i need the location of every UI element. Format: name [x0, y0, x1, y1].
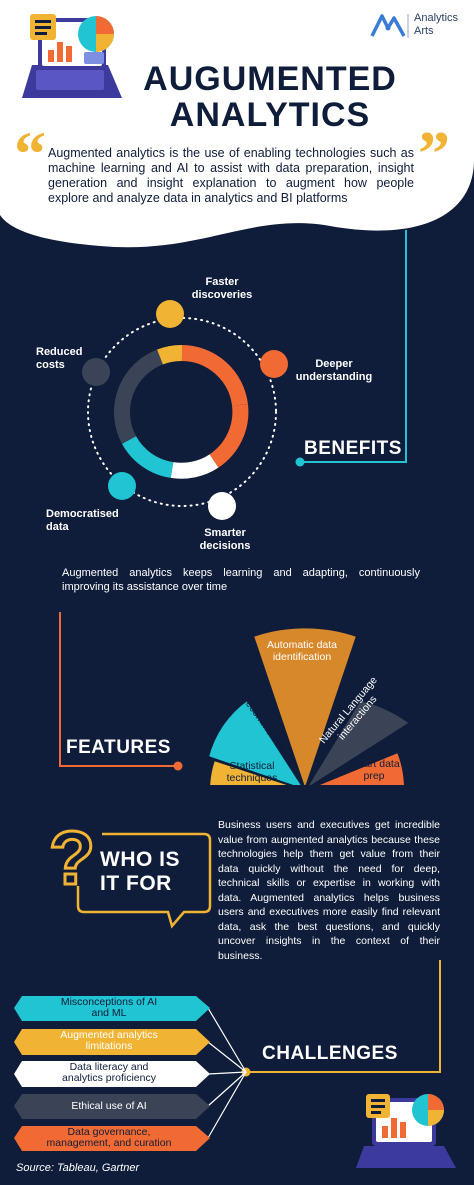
features-fan-diagram [59, 612, 412, 785]
laptop-chart-illustration [22, 14, 122, 98]
challenge-item-2: Data literacy and analytics proficiency [62, 1061, 156, 1084]
challenge-item-3: Ethical use of AI [71, 1100, 147, 1112]
logo-text: Analytics Arts [414, 12, 458, 38]
challenge-tag-3 [14, 1094, 210, 1119]
benefit-dot-deeper [260, 350, 288, 378]
benefit-dot-faster [156, 300, 184, 328]
benefit-label-reduced: Reduced costs [36, 346, 83, 371]
challenge-item-4: Data governance, management, and curatio… [46, 1126, 172, 1149]
challenge-item-0: Misconceptions of AI and ML [60, 996, 158, 1019]
benefit-dot-democratised [108, 472, 136, 500]
svg-text:?: ? [49, 816, 95, 901]
benefits-diagram [82, 230, 407, 520]
challenge-item-1: Augmented analytics limitations [60, 1029, 158, 1052]
page-title-line2: ANALYTICS [169, 96, 371, 134]
benefit-label-democratised: Democratised data [46, 508, 119, 533]
page-title-line1: AUGUMENTED [143, 60, 397, 98]
who-paragraph: Business users and executives get incred… [218, 819, 440, 962]
who-title: WHO IS IT FOR [100, 848, 180, 896]
feature-label-smart-prep: Smart data prep [348, 758, 400, 782]
challenge-tag-0 [14, 996, 210, 1021]
speech-bubble-question-icon: ? [47, 815, 212, 929]
header-background [0, 0, 474, 248]
challenge-tag-2 [14, 1061, 210, 1087]
challenges-title: CHALLENGES [262, 1043, 398, 1064]
logo-line1: Analytics [414, 12, 459, 24]
laptop-chart-illustration-bottom [356, 1094, 456, 1168]
challenge-tag-1 [14, 1029, 210, 1055]
who-title-line2: IT FOR [100, 872, 172, 895]
challenges-diagram [14, 960, 441, 1151]
features-title: FEATURES [66, 737, 171, 758]
source-note: Source: Tableau, Gartner [16, 1162, 140, 1174]
feature-label-statistical: Statistical techniques [226, 760, 278, 784]
intro-paragraph: Augmented analytics is the use of enabli… [48, 146, 414, 205]
benefit-dot-reduced [82, 358, 110, 386]
benefit-label-smarter: Smarter decisions [199, 527, 251, 552]
benefit-label-deeper: Deeper understanding [295, 358, 373, 383]
benefit-dot-smarter [208, 492, 236, 520]
open-quote-icon: “ [14, 118, 46, 189]
who-title-line1: WHO IS [100, 848, 180, 871]
close-quote-icon: ” [418, 118, 450, 189]
benefit-label-faster: Faster discoveries [191, 276, 253, 301]
benefits-title: BENEFITS [304, 438, 402, 459]
feature-label-automatic: Automatic data identification [266, 639, 338, 663]
logo-line2: Arts [414, 25, 434, 37]
benefits-note: Augmented analytics keeps learning and a… [62, 567, 420, 593]
analytics-arts-logo-icon [370, 14, 409, 38]
challenge-tag-4 [14, 1126, 210, 1151]
